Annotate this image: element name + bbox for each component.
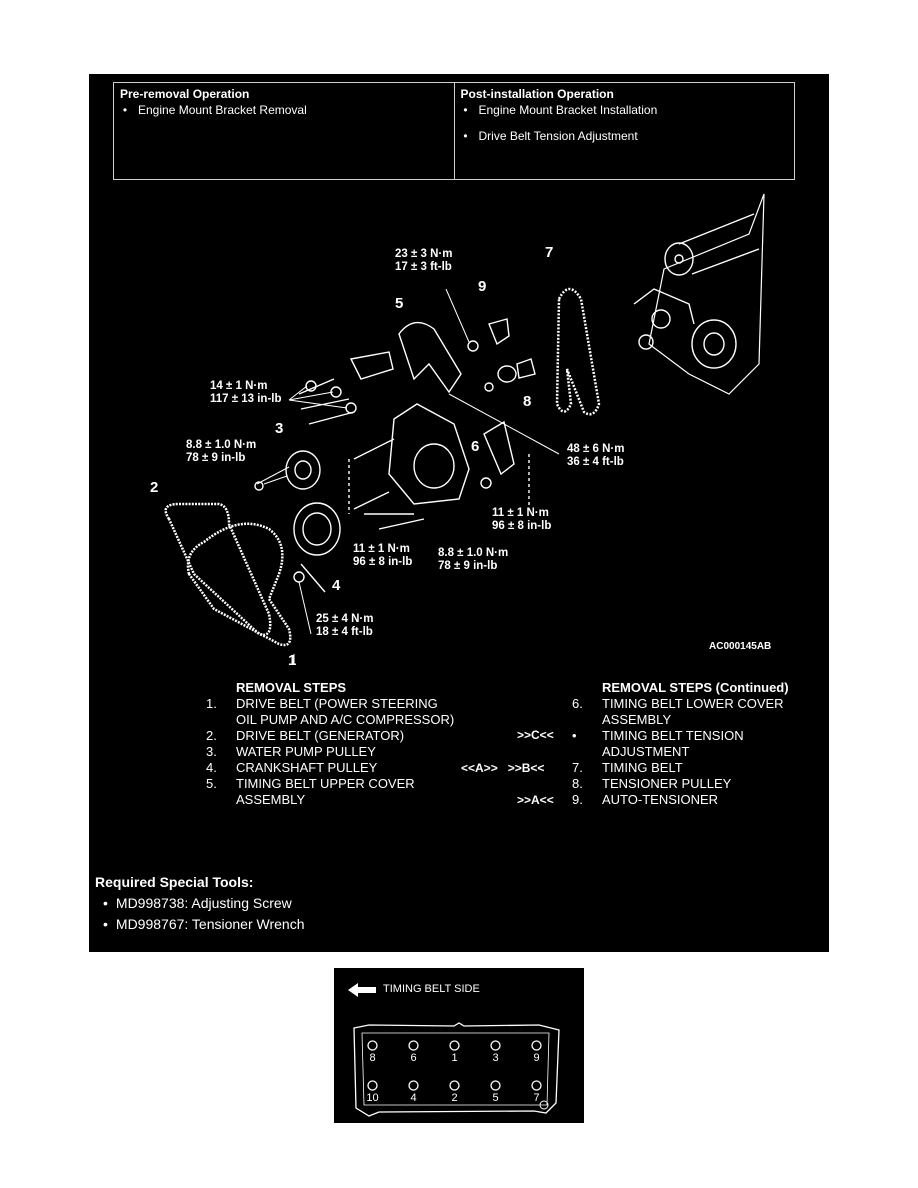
list-item: •MD998738: Adjusting Screw — [95, 893, 305, 914]
list-item: 5.TIMING BELT UPPER COVER ASSEMBLY — [206, 776, 415, 807]
list-item: 9.AUTO-TENSIONER — [572, 792, 719, 807]
sequence-title: TIMING BELT SIDE — [383, 983, 480, 995]
list-item: 1.DRIVE BELT (POWER STEERING OIL PUMP AN… — [206, 696, 455, 727]
post-installation-item: •Engine Mount Bracket Installation — [461, 103, 789, 118]
service-mark: >>A<< — [517, 793, 554, 807]
list-item: 6.TIMING BELT LOWER COVER ASSEMBLY — [572, 696, 784, 727]
callout-8: 8 — [523, 393, 532, 410]
arrow-left-icon — [348, 983, 376, 997]
bullet-icon: • — [103, 916, 108, 932]
list-item: •MD998767: Tensioner Wrench — [95, 914, 305, 935]
post-installation-title: Post-installation Operation — [460, 87, 614, 101]
callout-4: 4 — [332, 577, 341, 594]
required-special-tools: Required Special Tools: •MD998738: Adjus… — [95, 872, 305, 935]
bullet-icon: • — [122, 103, 128, 117]
callout-5: 5 — [395, 295, 404, 312]
list-item: 8.TENSIONER PULLEY — [572, 776, 732, 791]
list-item: •TIMING BELT TENSION ADJUSTMENT — [572, 728, 744, 759]
tools-title: Required Special Tools: — [95, 874, 254, 890]
bolt-5: 5 — [489, 1080, 502, 1104]
procedure-panel: Pre-removal Operation •Engine Mount Brac… — [89, 74, 829, 952]
list-item: 3.WATER PUMP PULLEY — [206, 744, 376, 759]
figure-code: AC000145AB — [709, 641, 772, 652]
bolt-3: 3 — [489, 1040, 502, 1064]
pre-removal-column: Pre-removal Operation •Engine Mount Brac… — [114, 83, 454, 179]
list-item: 7.TIMING BELT — [572, 760, 683, 775]
bolt-10: 10 — [366, 1080, 379, 1104]
pre-removal-title: Pre-removal Operation — [120, 87, 250, 101]
removal-steps-title: REMOVAL STEPS — [236, 680, 347, 695]
removal-steps-continued-title: REMOVAL STEPS (Continued) — [602, 680, 789, 695]
callout-6: 6 — [471, 438, 480, 455]
removal-steps-right: REMOVAL STEPS (Continued) 6.TIMING BELT … — [572, 680, 822, 808]
callout-9: 9 — [478, 278, 487, 295]
callout-7: 7 — [545, 244, 554, 261]
bullet-icon: • — [103, 895, 108, 911]
callout-3: 3 — [275, 420, 284, 437]
callout-2: 2 — [150, 479, 159, 496]
operations-table: Pre-removal Operation •Engine Mount Brac… — [113, 82, 795, 180]
service-mark: >>C<< — [517, 728, 554, 742]
callout-1: 1 — [288, 652, 297, 669]
bolt-4: 4 — [407, 1080, 420, 1104]
exploded-view-diagram — [164, 193, 765, 664]
bolt-7: 7 — [530, 1080, 543, 1104]
removal-steps-left: REMOVAL STEPS 1.DRIVE BELT (POWER STEERI… — [206, 680, 456, 808]
post-installation-item: •Drive Belt Tension Adjustment — [461, 129, 789, 144]
bullet-icon: • — [463, 129, 468, 143]
list-item: 4.CRANKSHAFT PULLEY — [206, 760, 378, 775]
bolt-9: 9 — [530, 1040, 543, 1064]
bullet-icon: • — [463, 103, 468, 117]
cover-outline — [353, 1022, 560, 1117]
bolt-8: 8 — [366, 1040, 379, 1064]
bolt-1: 1 — [448, 1040, 461, 1064]
bolt-2: 2 — [448, 1080, 461, 1104]
post-installation-column: Post-installation Operation •Engine Moun… — [453, 83, 795, 179]
pre-removal-item: •Engine Mount Bracket Removal — [120, 103, 448, 118]
bolt-6: 6 — [407, 1040, 420, 1064]
service-mark: <<A>> >>B<< — [461, 761, 545, 775]
bolt-sequence-figure: TIMING BELT SIDE 8 6 1 3 9 10 4 2 5 7 — [334, 968, 584, 1123]
list-item: 2.DRIVE BELT (GENERATOR) — [206, 728, 405, 743]
